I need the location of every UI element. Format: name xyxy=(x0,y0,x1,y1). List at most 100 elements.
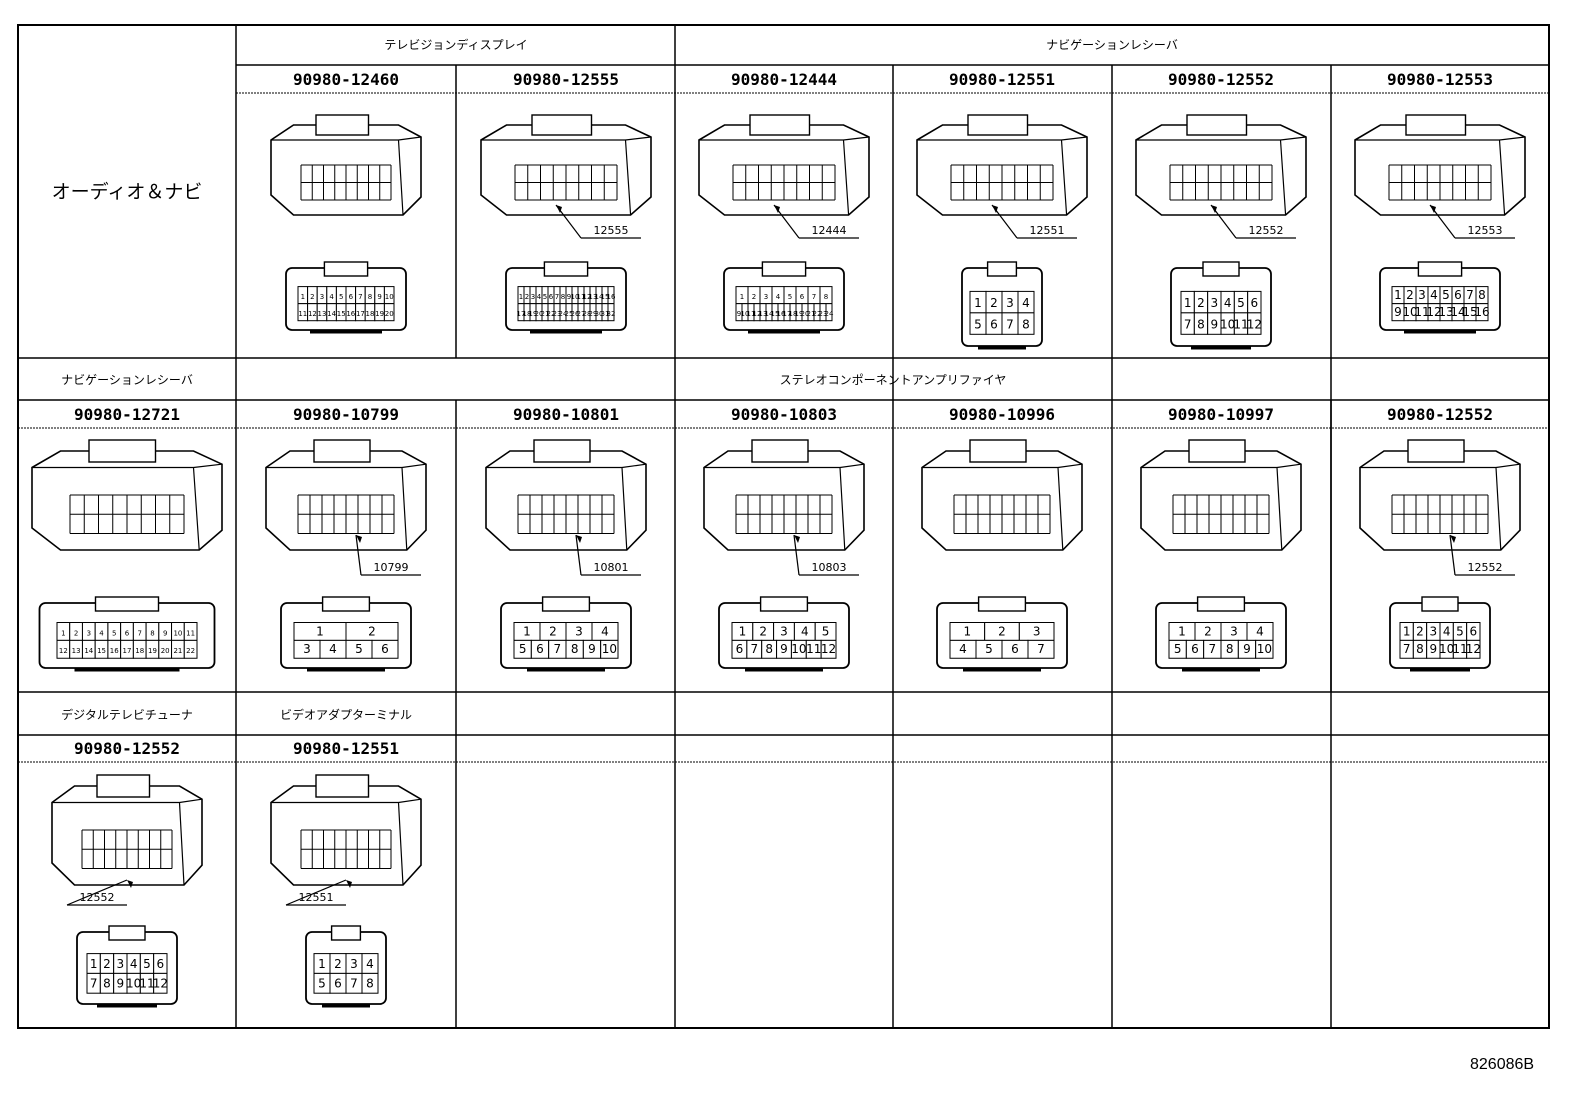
pin-number: 1 xyxy=(974,296,982,310)
pin-number: 2 xyxy=(368,624,376,638)
pin-number: 19 xyxy=(375,310,384,318)
row2-col6-body-drawing xyxy=(1140,439,1302,551)
pin-number: 11 xyxy=(1452,642,1467,656)
row1-col2-leader-arrow xyxy=(556,205,562,213)
row2-part-number-4: 90980-10803 xyxy=(731,405,837,424)
pin-number: 2 xyxy=(1416,624,1424,638)
pin-number: 3 xyxy=(1430,624,1438,638)
pin-number: 27 xyxy=(577,310,586,318)
pin-number: 5 xyxy=(985,642,993,656)
pin-number: 1 xyxy=(318,957,326,971)
row2-col4-leader-line xyxy=(793,534,800,576)
pin-number: 10 xyxy=(741,310,750,318)
row2-col7-leader-line xyxy=(1449,534,1456,576)
pin-number: 8 xyxy=(571,642,579,656)
group-header-tv-display: テレビジョンディスプレイ xyxy=(384,37,527,52)
pin-number: 18 xyxy=(135,647,144,655)
row2-col3-leader-arrow xyxy=(576,535,582,543)
pin-number: 1 xyxy=(1178,624,1186,638)
pin-number: 10 xyxy=(1257,642,1272,656)
pin-number: 9 xyxy=(1394,305,1402,319)
pin-number: 2 xyxy=(310,293,314,301)
pin-number: 14 xyxy=(84,647,93,655)
pin-number: 5 xyxy=(1174,642,1182,656)
pin-number: 20 xyxy=(161,647,170,655)
pin-number: 8 xyxy=(103,977,111,991)
pin-number: 13 xyxy=(589,293,598,301)
pin-number: 10 xyxy=(602,642,617,656)
row2-col4-callout-label: 10803 xyxy=(812,561,847,574)
pin-number: 11 xyxy=(139,977,154,991)
row3-part-number-1: 90980-12552 xyxy=(74,739,180,758)
pin-number: 16 xyxy=(346,310,355,318)
pin-number: 2 xyxy=(990,296,998,310)
row1-col4-callout-label: 12551 xyxy=(1030,224,1065,237)
pin-number: 6 xyxy=(1011,642,1019,656)
pin-number: 16 xyxy=(1474,305,1489,319)
pin-number: 3 xyxy=(1418,288,1426,302)
pin-number: 7 xyxy=(812,293,816,301)
pin-number: 10 xyxy=(791,642,806,656)
row3-col1-body-drawing xyxy=(51,774,203,886)
pin-number: 5 xyxy=(339,293,343,301)
pin-number: 11 xyxy=(1233,317,1248,331)
pin-number: 28 xyxy=(583,310,592,318)
pin-number: 11 xyxy=(747,310,756,318)
pin-number: 31 xyxy=(601,310,610,318)
pin-number: 15 xyxy=(601,293,610,301)
row1-part-number-4: 90980-12551 xyxy=(949,70,1055,89)
pin-number: 6 xyxy=(334,977,342,991)
pin-number: 3 xyxy=(350,957,358,971)
pin-number: 1 xyxy=(519,293,523,301)
pin-number: 10 xyxy=(126,977,141,991)
pin-number: 4 xyxy=(776,293,781,301)
pin-number: 2 xyxy=(759,624,767,638)
pin-number: 3 xyxy=(1033,624,1041,638)
pin-number: 4 xyxy=(329,293,334,301)
pin-number: 6 xyxy=(800,293,805,301)
row1-col2-body-drawing xyxy=(480,114,652,216)
pin-number: 14 xyxy=(327,310,336,318)
pin-number: 10 xyxy=(173,629,182,637)
group-header-nav-receiver: ナビゲーションレシーバ xyxy=(1046,38,1178,52)
pin-number: 16 xyxy=(607,293,616,301)
pin-number: 5 xyxy=(112,629,116,637)
row1-part-number-2: 90980-12555 xyxy=(513,70,619,89)
pin-number: 14 xyxy=(1450,305,1465,319)
row2-col3-leader-line xyxy=(575,534,582,576)
row1-part-number-3: 90980-12444 xyxy=(731,70,837,89)
pin-number: 9 xyxy=(737,310,741,318)
row1-col3-callout-label: 12444 xyxy=(812,224,847,237)
pin-number: 5 xyxy=(1442,288,1450,302)
pin-number: 12 xyxy=(583,293,592,301)
pin-number: 2 xyxy=(74,629,78,637)
pin-number: 12 xyxy=(1426,305,1441,319)
pin-number: 4 xyxy=(1430,288,1438,302)
pin-number: 6 xyxy=(1470,624,1478,638)
pin-number: 6 xyxy=(1251,296,1259,310)
figure-code: 826086B xyxy=(1470,1056,1535,1073)
row2-col3-callout-label: 10801 xyxy=(594,561,629,574)
pin-number: 7 xyxy=(1006,317,1014,331)
pin-number: 9 xyxy=(117,977,125,991)
pin-number: 6 xyxy=(381,642,389,656)
pin-number: 17 xyxy=(123,647,132,655)
pin-number: 13 xyxy=(72,647,81,655)
row1-col6-callout-label: 12553 xyxy=(1468,224,1503,237)
row3-col1-leader-line xyxy=(66,879,128,906)
pin-number: 12 xyxy=(153,977,168,991)
pin-number: 13 xyxy=(318,310,327,318)
row3-col2-body-drawing xyxy=(270,774,422,886)
pin-number: 2 xyxy=(1406,288,1414,302)
pin-number: 7 xyxy=(358,293,362,301)
pin-number: 1 xyxy=(1184,296,1192,310)
pin-number: 2 xyxy=(1197,296,1205,310)
row2-part-number-6: 90980-10997 xyxy=(1168,405,1274,424)
